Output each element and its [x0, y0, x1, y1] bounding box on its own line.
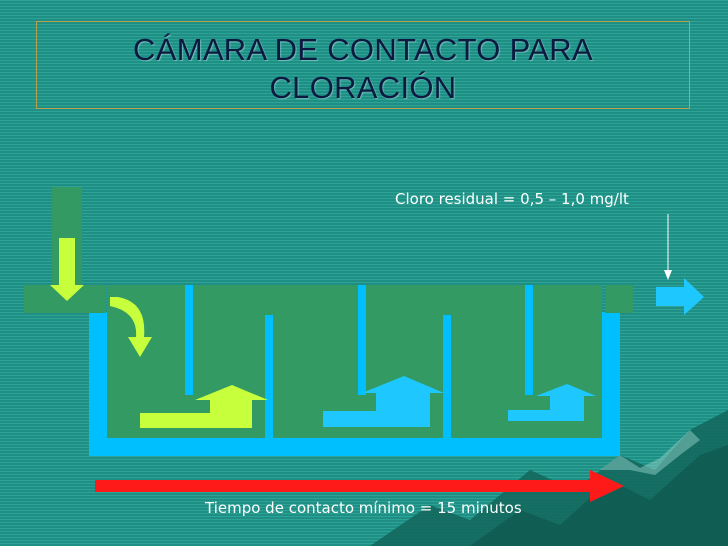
baffle-bottom-1	[265, 315, 273, 438]
tank-left-wall	[89, 312, 107, 456]
baffle-top-3	[525, 285, 533, 395]
slide-title: CÁMARA DE CONTACTO PARA CLORACIÓN	[133, 32, 593, 105]
arrow-up-icon	[140, 385, 268, 428]
residual-pointer-arrowhead	[664, 270, 672, 280]
contact-time-label: Tiempo de contacto mínimo = 15 minutos	[205, 499, 522, 517]
residual-chlorine-label: Cloro residual = 0,5 – 1,0 mg/lt	[395, 190, 629, 208]
baffle-bottom-2	[443, 315, 451, 438]
arrow-up-icon	[508, 384, 596, 421]
baffle-top-2	[358, 285, 366, 395]
title-frame	[36, 21, 690, 109]
arrow-down-icon	[50, 238, 84, 301]
tank-floor	[89, 438, 620, 456]
time-arrow-icon	[95, 470, 624, 502]
baffle-top-1	[185, 285, 193, 395]
tank-right-wall	[602, 312, 620, 456]
outlet-box	[605, 285, 633, 313]
arrow-right-icon	[656, 278, 704, 315]
arrow-up-icon	[323, 376, 444, 427]
curved-arrow-icon	[110, 297, 152, 357]
